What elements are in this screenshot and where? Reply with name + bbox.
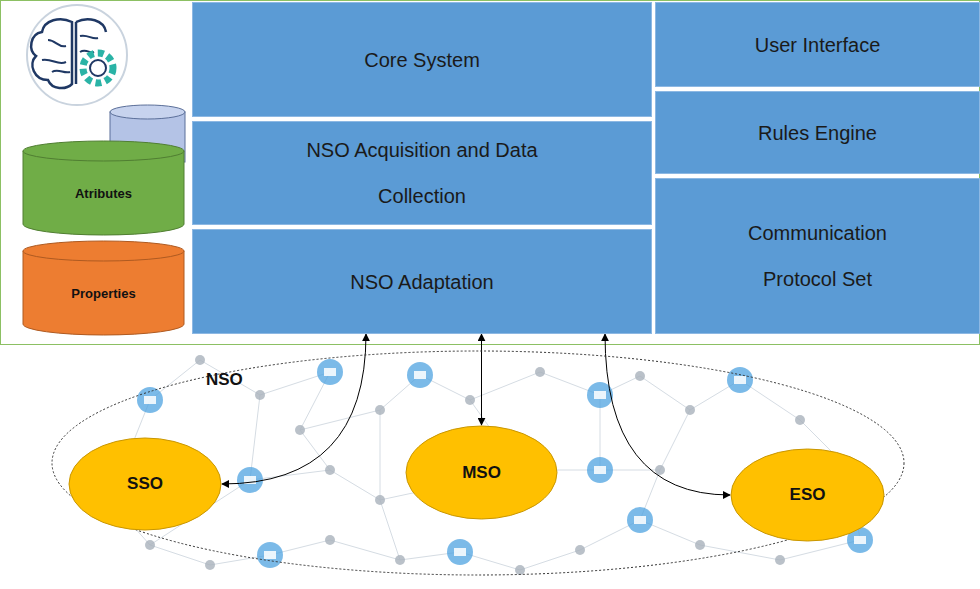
network-dot <box>145 540 155 550</box>
user-interface-box: User Interface <box>655 2 980 87</box>
device-glyph <box>264 551 276 559</box>
network-link <box>380 410 381 500</box>
device-glyph <box>324 368 336 376</box>
network-link <box>640 376 690 410</box>
device-icon <box>627 507 653 533</box>
network-dot <box>465 395 475 405</box>
connector-arrow <box>481 334 482 425</box>
device-icon <box>257 542 283 568</box>
network-link <box>700 545 780 560</box>
node-label: NSO Acquisition and Data Collection <box>287 127 557 219</box>
protocol-set-box: Communication Protocol Set <box>655 178 980 334</box>
nso-region: NSO SSO MSO ESO <box>51 350 905 576</box>
network-link <box>330 540 400 560</box>
device-glyph <box>594 391 606 399</box>
rules-engine-box: Rules Engine <box>655 91 980 174</box>
properties-database: Properties <box>22 240 185 335</box>
device-icon <box>137 387 163 413</box>
network-link <box>660 410 690 470</box>
network-dot <box>255 390 265 400</box>
network-dot <box>325 535 335 545</box>
device-icon <box>587 457 613 483</box>
connector-arrow <box>605 334 730 495</box>
device-glyph <box>634 516 646 524</box>
network-dot <box>695 540 705 550</box>
network-dot <box>205 560 215 570</box>
node-label: Properties <box>71 286 135 301</box>
node-label: Core System <box>364 37 480 83</box>
node-label: User Interface <box>755 22 881 68</box>
acquisition-box: NSO Acquisition and Data Collection <box>192 121 652 225</box>
network-dot <box>195 355 205 365</box>
mso-ellipse: MSO <box>405 425 558 520</box>
device-glyph <box>144 396 156 404</box>
network-dot <box>685 405 695 415</box>
device-icon <box>407 362 433 388</box>
system-frame <box>1 1 980 345</box>
network-dot <box>655 465 665 475</box>
device-icon <box>727 367 753 393</box>
network-link <box>300 430 330 470</box>
network-dot <box>775 555 785 565</box>
network-link <box>200 360 260 395</box>
node-label: Atributes <box>75 186 132 201</box>
node-label: NSO <box>206 370 243 390</box>
network-dot <box>535 367 545 377</box>
node-label: Communication Protocol Set <box>733 210 903 302</box>
device-glyph <box>594 466 606 474</box>
node-label: NSO Adaptation <box>350 259 493 305</box>
network-link <box>520 550 580 570</box>
network-link <box>300 410 380 430</box>
network-dot <box>395 555 405 565</box>
core-system-box: Core System <box>192 2 652 117</box>
brain-icon <box>27 5 127 105</box>
network-dot <box>635 371 645 381</box>
network-dot <box>295 425 305 435</box>
node-label: SSO <box>127 474 163 494</box>
network-link <box>330 470 380 500</box>
attributes-database: Atributes <box>22 140 185 235</box>
device-glyph <box>454 548 466 556</box>
device-glyph <box>854 536 866 544</box>
eso-ellipse: ESO <box>730 448 885 542</box>
network-dot <box>795 415 805 425</box>
network-dot <box>375 405 385 415</box>
device-icon <box>447 539 473 565</box>
sso-ellipse: SSO <box>68 437 222 531</box>
device-icon <box>237 467 263 493</box>
network-dot <box>575 545 585 555</box>
network-dot <box>375 495 385 505</box>
network-link <box>470 372 540 400</box>
node-label: ESO <box>790 485 826 505</box>
node-label: Rules Engine <box>758 110 877 156</box>
device-icon <box>317 359 343 385</box>
device-glyph <box>414 371 426 379</box>
network-link <box>380 500 400 560</box>
network-dot <box>325 465 335 475</box>
device-glyph <box>734 376 746 384</box>
network-dot <box>515 565 525 575</box>
adaptation-box: NSO Adaptation <box>192 229 652 334</box>
node-label: MSO <box>462 463 501 483</box>
